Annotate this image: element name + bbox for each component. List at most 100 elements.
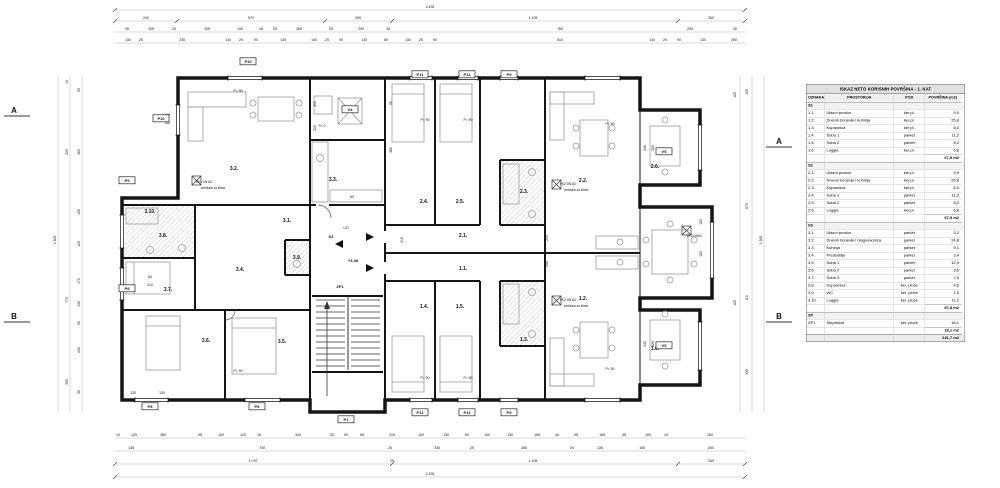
section-marker: A [776,137,782,146]
entry-arrow-s2 [366,233,374,241]
annotation: VK2 DN110 [560,182,577,186]
window-type-label: P10 [157,116,165,121]
dimension-label: 95 [574,433,578,437]
cell-prostorija: Dnevni boravak i kuhinja [824,116,894,124]
cell-povrsina: 1,5 [924,289,962,297]
dimension-label: 140 [405,38,411,42]
dimension-label: 100 [645,433,651,437]
parapet-label: P= 90 [464,118,473,122]
cell-oznaka: 3.8. [806,281,825,289]
room-label: 3.4. [236,267,245,273]
dimension-label: 130 [280,38,286,42]
dimension-label: 30 [733,27,737,31]
dimension-label: 260 [708,16,714,20]
dimension-label: 120 [733,300,737,306]
window-type-box [141,402,159,411]
cell-oznaka: 1.4. [806,131,825,139]
window-opening [585,397,620,403]
dimension-label: 95 [198,433,202,437]
cell-pod: parket [893,199,925,207]
cell-pod: ker.pl. [893,109,925,117]
cell-povrsina: 9,9 [924,109,962,117]
dimension-label: 1.105 [529,16,538,20]
cell-pod: ker.pl. [893,169,925,177]
cell-prostorija: Ulazni prostor [824,169,894,177]
section-id: S2 [806,161,825,169]
section-id: ZP [806,311,825,319]
window-opening [458,397,478,403]
table-cell [824,311,894,319]
cell-pod: parket [893,274,925,282]
cell-povrsina: 3,2 [924,229,962,237]
cell-pod: ker.pl. [893,184,925,192]
cell-prostorija: Soba 1 [824,131,894,139]
dimension-label: 1.105 [529,459,538,463]
dimension-label: 135 [597,446,603,450]
dimension-label: 520 [65,149,69,155]
dimension-label: 25 [139,38,143,42]
table-cell [893,334,925,342]
cell-oznaka: 2.1. [806,169,825,176]
dimension-label: 25 [390,459,394,463]
table-cell [824,154,894,162]
dimension-label: 25 [330,433,334,437]
section-row-s3: S3 [806,221,965,229]
cell-pod: parket [893,266,925,274]
dimension-label: 205 [204,27,210,31]
dimension-label: 335 [745,369,749,375]
dimension-label: 15 [664,433,668,437]
table-cell [806,304,825,311]
dimension-label: 25 [172,27,176,31]
section-id: S1 [806,101,825,109]
table-cell [824,221,894,229]
dimension-label: 1.070 [249,459,258,463]
window-type-label: P9 [507,72,513,77]
cell-prostorija: Kupaonica [824,281,894,289]
dimension-label: 15 [257,433,261,437]
outer-walls [120,76,714,414]
dimension-label: 90 [344,433,348,437]
dimension-label: 265 [296,27,302,31]
cell-povrsina: 8,2 [924,199,962,207]
cell-oznaka: 3.3. [806,244,825,251]
section-marker: B [776,312,782,321]
subtotal-row: 67,9 m2 [806,154,965,162]
dimension-label: 25 [388,446,392,450]
table-cell [824,214,894,222]
dimension-label: 140 [311,38,317,42]
cell-povrsina: 11,2 [924,296,962,304]
cell-pod: parket [893,244,925,252]
cell-povrsina: 9,1 [924,244,962,252]
section-subtotal: 67,9 m2 [924,154,962,162]
window-type-label: P11 [464,72,472,77]
dimension-label: 25 [325,38,329,42]
cell-povrsina: 6,0 [924,124,962,132]
section-subtotal: 67,9 m2 [924,214,962,222]
dimension-label: 260 [707,433,713,437]
section-row-s2: S2 [806,161,965,169]
room-label: 3.7. [164,287,173,293]
window-type-label: P8 [148,404,154,409]
annotation: vertikala za klime [201,186,226,190]
window-type-box [411,408,429,417]
cell-pod: parket [893,191,925,199]
cell-povrsina: 7,6 [924,274,962,282]
dimension-label: 80 [148,275,152,279]
dimension-label: 90 [77,321,81,325]
ventilation-shafts [191,175,692,306]
dimension-label: 25 [470,446,474,450]
window-type-label: P11 [464,410,472,415]
room-label: 3.10. [144,209,156,215]
cell-povrsina: 25,8 [924,176,962,184]
dimension-label: 25 [570,446,574,450]
